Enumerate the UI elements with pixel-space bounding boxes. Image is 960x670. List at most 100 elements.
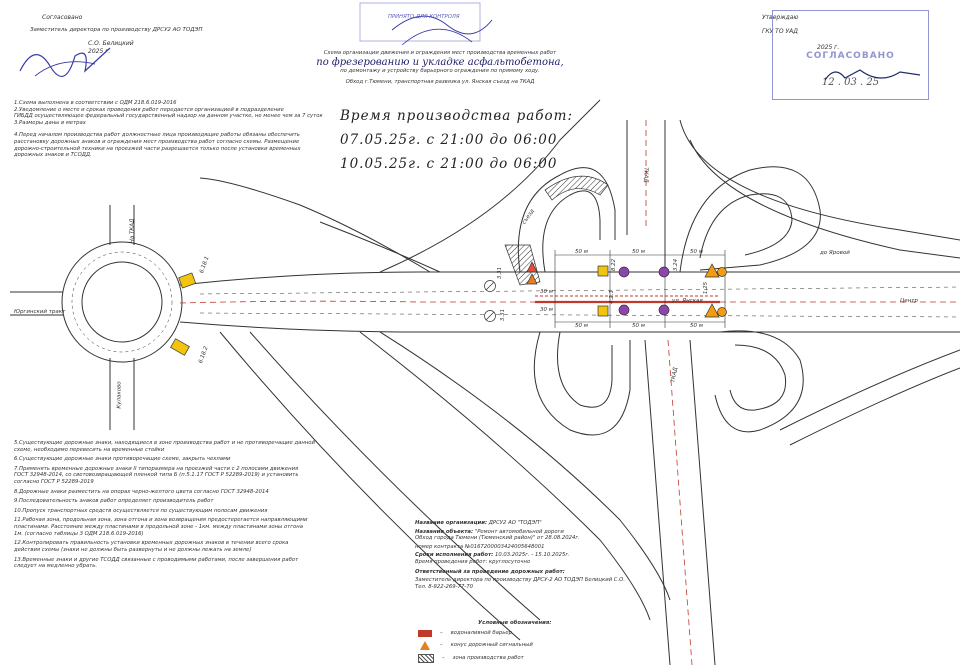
stamp-right-text: СОГЛАСОВАНО xyxy=(806,51,895,61)
work-zone-icon xyxy=(418,653,434,663)
org-info-row: Ответственный за проведение дорожных раб… xyxy=(415,568,565,575)
note-line: 6.Существующие дорожные знаки противореч… xyxy=(14,456,231,463)
org-info-row: Заместитель директора по производству ДР… xyxy=(415,577,626,584)
legend: Условные обозначения: – водоналивной бар… xyxy=(418,620,638,667)
note-line: расстановку дорожных знаков и ограждения… xyxy=(14,139,300,146)
road-label-yanskaya: ул. Янская xyxy=(672,298,703,304)
work-time-line2: 10.05.25г. с 21:00 до 06:00 xyxy=(340,156,558,172)
dim-label: 30 м xyxy=(540,307,553,313)
speed-sign-bottom-1 xyxy=(618,304,630,316)
org-info-row: номер контракта №0167200003424005648001 xyxy=(415,543,545,550)
approval-year: 2025 г. xyxy=(88,47,111,55)
scheme-title: Схема организации движения и ограждения … xyxy=(270,50,610,86)
org-info-row: Время проведения работ: круглосуточно xyxy=(415,559,531,566)
note-line: дорожных знаков и ТСОДД. xyxy=(14,152,92,159)
scheme-title-handwritten: по фрезерованию и укладке асфальтобетона… xyxy=(316,56,564,68)
org-info-row: Название объекта: "Ремонт автомобильной … xyxy=(415,528,564,535)
road-label-kulakovo: Кулаково xyxy=(116,381,123,409)
org-info-row: Тел. 8-922-269-77-70 xyxy=(415,583,473,590)
legend-title: Условные обозначения: xyxy=(478,620,552,626)
work-time-note: Время производства работ: 07.05.25г. с 2… xyxy=(340,108,573,172)
note-line: 12.Контролировать правильность установки… xyxy=(14,540,289,547)
note-line: 8.Дорожные знаки разместить на опорах че… xyxy=(14,488,269,495)
stamp-right: СОГЛАСОВАНО 12 . 03 . 25 xyxy=(772,10,929,100)
note-line: 13.Временные знаки и другие ТСОДД связан… xyxy=(14,556,299,563)
note-line: 2.Уведомление о месте и сроках проведени… xyxy=(14,106,284,113)
stamp-right-date: 12 . 03 . 25 xyxy=(821,77,880,88)
roadworks-plate-bottom xyxy=(717,307,727,317)
note-line: согласно ГОСТ Р 52289-2019 xyxy=(14,479,94,486)
road-label-upgrade: до Яровой xyxy=(820,250,850,256)
note-line: 5.Существующие дорожные знаки, находящие… xyxy=(14,440,315,446)
note-line: действия схемы (знаки не должны быть раз… xyxy=(14,546,252,553)
sign-group xyxy=(170,261,727,356)
direction-sign-6182 xyxy=(170,338,190,356)
note-line: следует на медленно убрать. xyxy=(14,563,98,570)
work-time-line1: 07.05.25г. с 21:00 до 06:00 xyxy=(340,132,558,148)
dim-label: 30 м xyxy=(540,289,553,295)
detour-sign-top xyxy=(597,265,609,277)
approve-org: ГКУ ТО УАД xyxy=(762,27,798,35)
sign-code-label: 1.25 xyxy=(703,281,710,295)
note-line: 9.Последовательность знаков работ опреде… xyxy=(14,498,214,505)
approval-position: Заместитель директора по производству ДР… xyxy=(30,26,203,33)
cone-sign-2 xyxy=(526,273,538,285)
legend-item: – зона производства работ xyxy=(418,653,638,663)
legend-item: – конус дорожный сигнальный xyxy=(418,640,638,650)
road-label-tkad-top: ТКАД xyxy=(642,167,649,183)
scheme-title-line1: Схема организации движения и ограждения … xyxy=(323,50,557,56)
sign-code-label: 8.22 xyxy=(611,258,618,272)
stamp-center-text: ПРИНЯТО ДЛЯ КОНТРОЛЯ xyxy=(388,14,460,20)
scheme-title-line3: Обход г.Тюмени, транспортная развязка ул… xyxy=(345,79,535,86)
note-line: пластинами. Расстояние между пластинами … xyxy=(14,524,303,531)
signature-left xyxy=(19,47,111,77)
dim-label: 50 м xyxy=(690,249,703,255)
sign-code-label: 4.2.1 xyxy=(609,290,615,304)
signature-right xyxy=(824,69,921,81)
note-line: 11.Рабочая зона, продольная зона, зона о… xyxy=(14,517,308,524)
note-line: 10.Пропуск транспортных средств осуществ… xyxy=(14,507,268,514)
roundabout-outer xyxy=(61,241,183,363)
dim-label: 50 м xyxy=(632,323,645,329)
dim-label: 50 м xyxy=(575,249,588,255)
main-road-top-edge xyxy=(179,271,960,286)
sign-code-label: 3.31 xyxy=(497,266,504,280)
notes-top: 1.Схема выполнена в соответствии с ОДМ 2… xyxy=(14,100,344,159)
speed-sign-top-1 xyxy=(618,266,630,278)
org-info-row: Сроки исполнения работ: 10.03.2025г. - 1… xyxy=(415,552,570,559)
note-line: 4.Перед началом производства работ должн… xyxy=(14,132,300,139)
note-line: схеме, необходимо перевесить на временны… xyxy=(14,446,165,453)
org-info-block: Название организации: ДРСУ2 АО "ТОДЭП" Н… xyxy=(415,520,655,590)
notes-bottom: 5.Существующие дорожные знаки, находящие… xyxy=(14,440,349,570)
cone-icon xyxy=(420,640,430,650)
speed-sign-top-2 xyxy=(658,266,670,278)
legend-item: – водоналивной барьер xyxy=(418,629,638,637)
work-time-heading: Время производства работ: xyxy=(340,108,574,124)
roadworks-plate-top xyxy=(717,267,727,277)
note-line: 1м. (согласно таблицы 3 ОДМ 218.6.019-20… xyxy=(14,530,144,537)
approval-block-left: Согласовано Заместитель директора по про… xyxy=(30,14,260,56)
stamp-center xyxy=(352,0,502,55)
work-zone-hatch-ramp xyxy=(544,175,609,201)
cone-sign-1 xyxy=(526,261,538,273)
dim-label: 50 м xyxy=(632,249,645,255)
org-info-row: Обход города Тюмени (Тюменский район)" о… xyxy=(415,535,580,542)
speed-sign-bottom-2 xyxy=(658,304,670,316)
roadworks-sign-bottom xyxy=(704,303,720,318)
note-line: 1.Схема выполнена в соответствии с ОДМ 2… xyxy=(14,100,177,106)
approval-title: Согласовано xyxy=(42,14,83,21)
approve-title: Утверждаю xyxy=(762,14,799,21)
road-label-yurginsky: Юргинский тракт xyxy=(14,309,66,315)
sign-code-label: 3.31 xyxy=(500,308,507,322)
roadworks-sign-top xyxy=(704,263,720,278)
note-line: ГОСТ 32948-2014, со световозвращающей пл… xyxy=(14,472,299,479)
main-road-bottom-edge xyxy=(179,321,960,333)
note-line: 3.Размеры даны в метрах xyxy=(14,119,86,126)
scheme-title-line2: по демонтажу и устройству барьерного огр… xyxy=(340,67,540,74)
note-line: 7.Применять временные дорожные знаки II … xyxy=(14,465,299,472)
roundabout-inner xyxy=(81,261,163,343)
approve-year: 2025 г. xyxy=(817,43,840,51)
approval-name: С.О. Белицкий xyxy=(88,39,134,47)
direction-sign-6181 xyxy=(178,272,197,289)
